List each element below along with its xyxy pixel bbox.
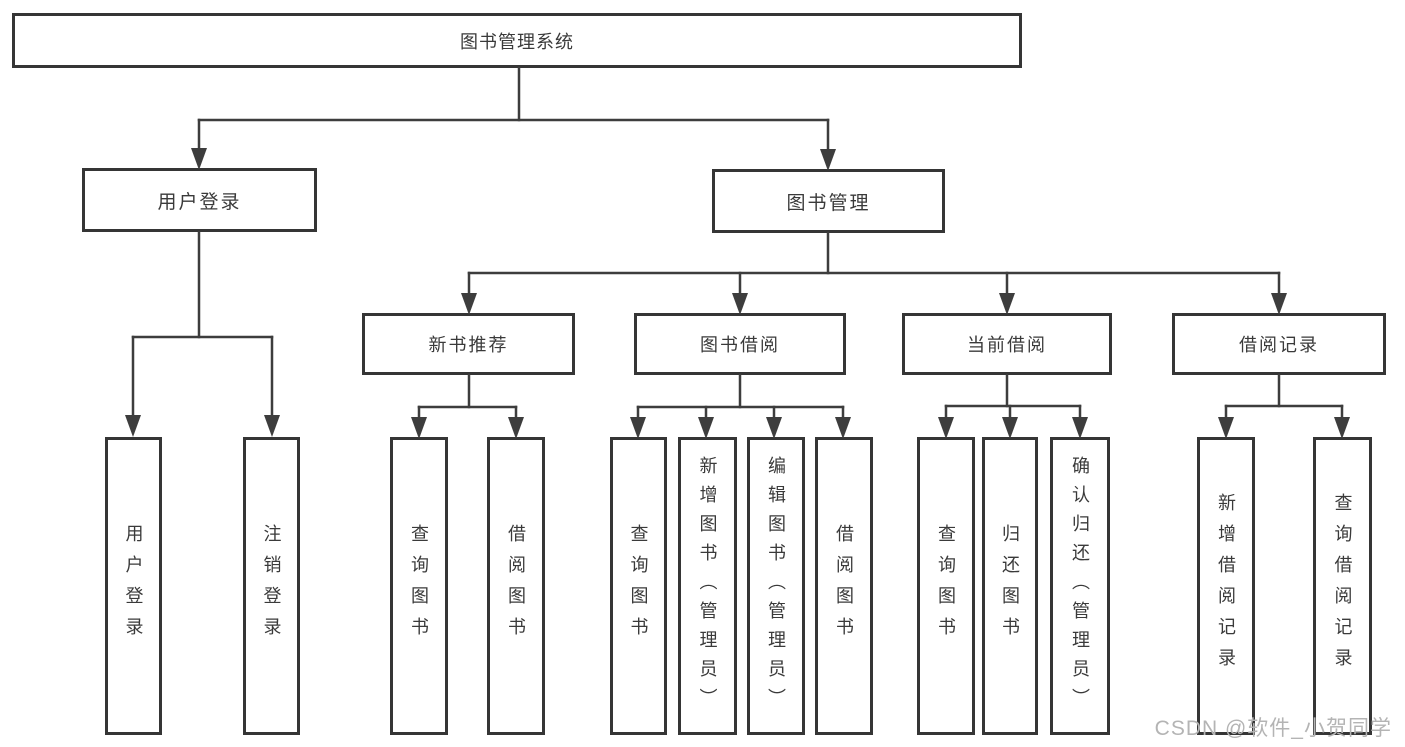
leaf-label: 借阅图书 bbox=[834, 524, 854, 648]
node-current-borrow: 当前借阅 bbox=[902, 313, 1112, 375]
leaf-label: 查询图书 bbox=[936, 524, 956, 648]
leaf-edit-books-admin: 编辑图书（管理员） bbox=[747, 437, 805, 735]
node-user-login: 用户登录 bbox=[82, 168, 317, 232]
leaf-label: 编辑图书（管理员） bbox=[766, 455, 786, 717]
leaf-label: 查询借阅记录 bbox=[1332, 493, 1353, 679]
node-new-book-recommend: 新书推荐 bbox=[362, 313, 575, 375]
leaf-add-borrow-record: 新增借阅记录 bbox=[1197, 437, 1255, 735]
leaf-label: 注销登录 bbox=[261, 524, 282, 648]
leaf-return-books: 归还图书 bbox=[982, 437, 1038, 735]
node-book-borrow: 图书借阅 bbox=[634, 313, 846, 375]
leaf-label: 用户登录 bbox=[123, 524, 144, 648]
leaf-borrow-books-1: 借阅图书 bbox=[487, 437, 545, 735]
leaf-query-borrow-record: 查询借阅记录 bbox=[1313, 437, 1372, 735]
leaf-label: 新增图书（管理员） bbox=[697, 455, 718, 717]
leaf-query-books-3: 查询图书 bbox=[917, 437, 975, 735]
node-borrow-records: 借阅记录 bbox=[1172, 313, 1386, 375]
leaf-user-login: 用户登录 bbox=[105, 437, 162, 735]
leaf-label: 借阅图书 bbox=[506, 524, 526, 648]
leaf-logout: 注销登录 bbox=[243, 437, 300, 735]
leaf-add-books-admin: 新增图书（管理员） bbox=[678, 437, 737, 735]
leaf-query-books-1: 查询图书 bbox=[390, 437, 448, 735]
leaf-query-books-2: 查询图书 bbox=[610, 437, 667, 735]
leaf-label: 确认归还（管理员） bbox=[1070, 455, 1090, 717]
leaf-label: 新增借阅记录 bbox=[1216, 493, 1236, 679]
leaf-borrow-books-2: 借阅图书 bbox=[815, 437, 873, 735]
leaf-label: 查询图书 bbox=[628, 524, 649, 648]
node-library-management-system: 图书管理系统 bbox=[12, 13, 1022, 68]
leaf-confirm-return-admin: 确认归还（管理员） bbox=[1050, 437, 1110, 735]
leaf-label: 查询图书 bbox=[409, 524, 429, 648]
node-book-management: 图书管理 bbox=[712, 169, 945, 233]
csdn-watermark: CSDN @软件_小贺同学 bbox=[1154, 717, 1392, 740]
leaf-label: 归还图书 bbox=[1000, 524, 1020, 648]
